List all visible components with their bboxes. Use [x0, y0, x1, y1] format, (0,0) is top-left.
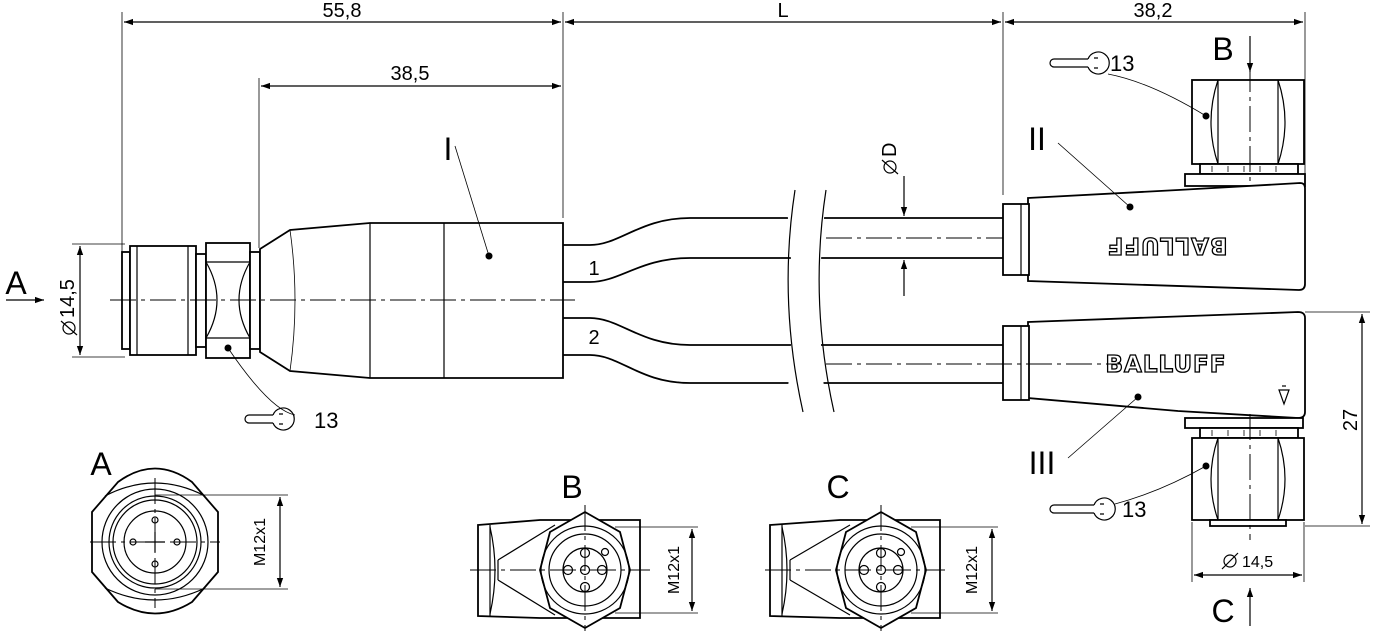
view-c-title: C	[826, 469, 849, 505]
brand-logo-ii: BALLUFF	[1107, 232, 1228, 258]
view-b-title: B	[561, 469, 582, 505]
brand-logo-iii: BALLUFF	[1106, 352, 1227, 378]
dim-body-length: 38,5	[391, 63, 430, 85]
thread-label-b: M12x1	[666, 546, 683, 594]
thread-label-a: M12x1	[252, 518, 269, 566]
view-arrow-a-label: A	[5, 265, 27, 301]
dim-height-27: 27	[1340, 409, 1362, 431]
view-a-title: A	[90, 446, 112, 482]
view-a: A M12x1	[90, 446, 288, 615]
angled-connector-iii: BALLUFF III 13	[826, 311, 1370, 629]
cable-label-2: 2	[588, 327, 599, 349]
thread-label-c: M12x1	[964, 546, 981, 594]
wrench-icon	[1049, 51, 1110, 75]
wrench-size-iii: 13	[1122, 497, 1146, 522]
view-arrow-c-label: C	[1211, 593, 1234, 629]
wrench-icon	[244, 407, 295, 431]
view-c: C M12x1	[765, 469, 998, 631]
cables: 1 2 D	[563, 143, 1240, 413]
dim-overall-left: 55,8	[323, 0, 362, 22]
wrench-size-male: 13	[314, 408, 338, 433]
angled-connector-ii: BALLUFF B II 13	[1002, 31, 1306, 291]
view-b: B M12x1	[470, 469, 698, 631]
top-dimensions: 55,8 L 38,2 38,5	[121, 0, 1306, 252]
dim-diameter-male: 14,5	[57, 279, 79, 318]
part-label-ii: II	[1028, 121, 1046, 157]
part-label-i: I	[444, 131, 453, 167]
cable-label-1: 1	[588, 258, 599, 280]
wrench-size-ii: 13	[1110, 51, 1134, 76]
wrench-icon	[1049, 497, 1116, 521]
part-label-iii: III	[1029, 445, 1056, 481]
male-connector: A 14,5 I	[5, 131, 575, 433]
dim-diameter-angled: 14,5	[1242, 554, 1273, 571]
dim-cable-diameter: D	[879, 143, 901, 157]
view-arrow-b-label: B	[1212, 31, 1233, 67]
dim-angle-length: 38,2	[1134, 0, 1173, 22]
dim-cable-length: L	[777, 0, 788, 22]
